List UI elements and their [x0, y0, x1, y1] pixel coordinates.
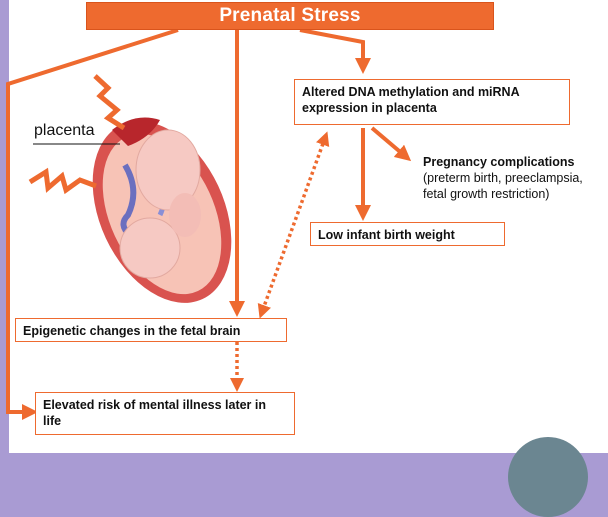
placenta-label: placenta	[34, 122, 95, 140]
diagram-graphics	[0, 0, 608, 453]
arrow-to-complications	[372, 128, 405, 156]
birth-weight-text: Low infant birth weight	[318, 228, 455, 242]
methylation-text: Altered DNA methylation and miRNA expres…	[302, 85, 519, 115]
corner-decoration	[508, 437, 588, 517]
epigenetic-box: Epigenetic changes in the fetal brain	[15, 318, 287, 342]
complications-detail: (preterm birth, preeclampsia, fetal grow…	[423, 170, 608, 202]
complications-title: Pregnancy complications	[423, 155, 574, 169]
mental-illness-text: Elevated risk of mental illness later in…	[43, 398, 266, 428]
methylation-box: Altered DNA methylation and miRNA expres…	[294, 79, 570, 125]
mental-illness-box: Elevated risk of mental illness later in…	[35, 392, 295, 435]
complications-text-block: Pregnancy complications (preterm birth, …	[423, 154, 608, 202]
fetus-head-shape	[120, 218, 180, 278]
epigenetic-text: Epigenetic changes in the fetal brain	[23, 324, 240, 338]
title-box: Prenatal Stress	[86, 2, 494, 30]
arrow-to-methylation	[300, 30, 363, 66]
birth-weight-box: Low infant birth weight	[310, 222, 505, 246]
lightning-bolt-icon	[30, 172, 96, 190]
lightning-bolt-icon	[95, 76, 124, 128]
fetus-limb-shape	[169, 193, 201, 237]
